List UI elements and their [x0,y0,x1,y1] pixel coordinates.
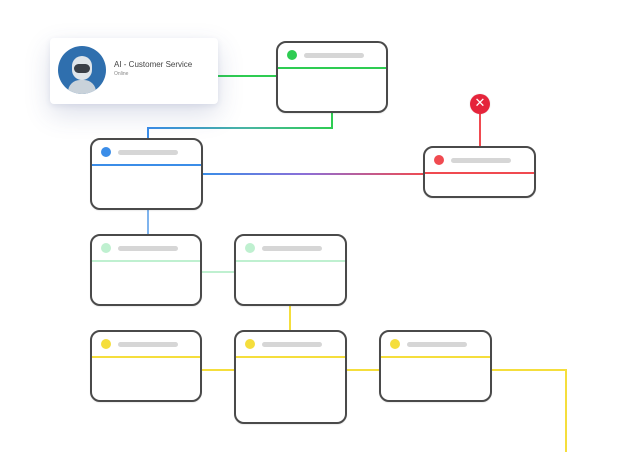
status-dot [390,339,400,349]
node-yellow-right[interactable] [379,330,492,402]
title-placeholder [304,53,364,58]
title-placeholder [262,246,322,251]
node-header [278,43,386,69]
node-red[interactable] [423,146,536,198]
robot-body [68,80,96,94]
title-placeholder [118,342,178,347]
agent-name: AI - Customer Service [114,60,193,69]
node-header [381,332,490,358]
status-dot [101,243,111,253]
agent-status: Online [114,71,129,77]
node-header [236,332,345,358]
node-mint-right[interactable] [234,234,347,306]
node-header [425,148,534,174]
node-green[interactable] [276,41,388,113]
status-dot [245,243,255,253]
node-header [236,236,345,262]
node-header [92,140,201,166]
connector-green-to-blue [147,112,333,138]
title-placeholder [118,150,178,155]
connector-yellow-right-out [492,369,567,452]
robot-visor [74,64,90,73]
title-placeholder [118,246,178,251]
node-yellow-left[interactable] [90,330,202,402]
agent-profile-card[interactable]: AI - Customer Service Online [50,38,218,104]
title-placeholder [262,342,322,347]
status-dot [245,339,255,349]
status-dot [434,155,444,165]
close-icon[interactable]: ✕ [470,94,490,114]
node-blue[interactable] [90,138,203,210]
title-placeholder [407,342,467,347]
status-dot [101,339,111,349]
title-placeholder [451,158,511,163]
node-header [92,332,200,358]
node-header [92,236,200,262]
node-mint-left[interactable] [90,234,202,306]
robot-icon [58,46,106,94]
status-dot [287,50,297,60]
node-yellow-center[interactable] [234,330,347,424]
status-dot [101,147,111,157]
